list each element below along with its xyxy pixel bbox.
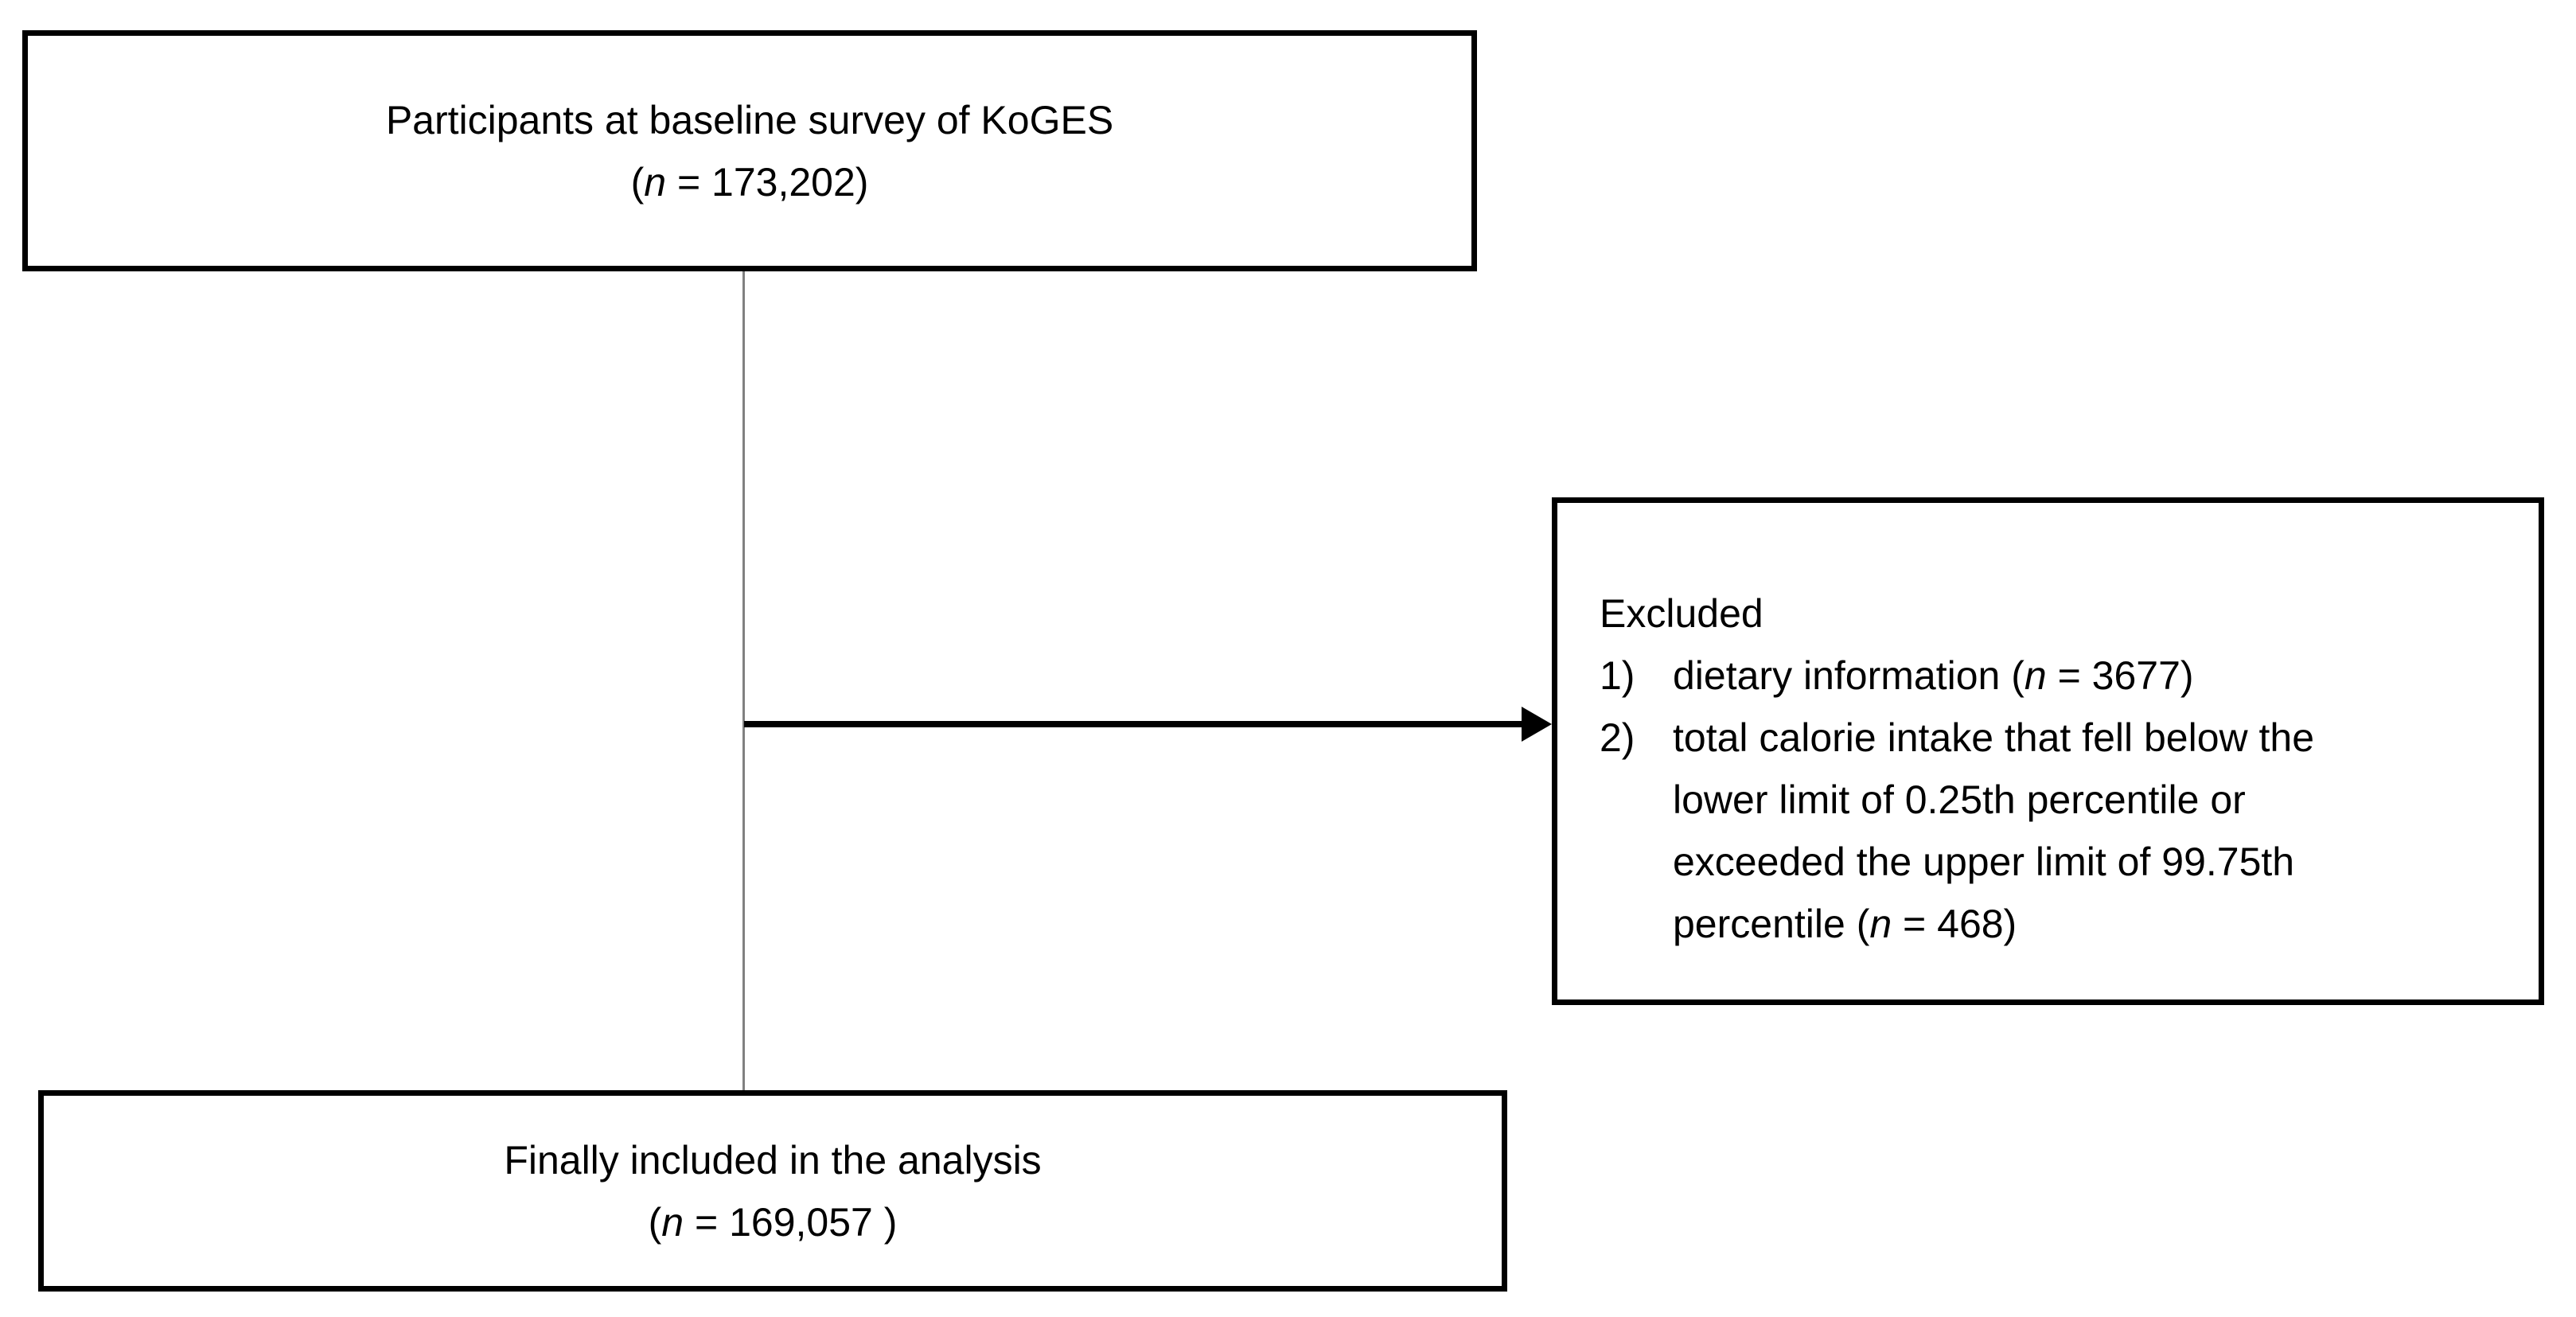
exclusion-arrow-head-icon xyxy=(1522,707,1552,742)
baseline-participants-label: Participants at baseline survey of KoGES xyxy=(385,97,1114,142)
excluded-item-2-text: total calorie intake that fell below the… xyxy=(1673,715,2315,946)
n-symbol: n xyxy=(661,1199,684,1245)
final-analysis-title: Finally included in the analysis xyxy=(504,1129,1041,1191)
final-analysis-label: Finally included in the analysis xyxy=(504,1137,1042,1183)
baseline-participants-box: Participants at baseline survey of KoGES… xyxy=(22,30,1477,271)
excluded-title: Excluded xyxy=(1600,591,1763,636)
n-symbol: n xyxy=(2024,653,2047,698)
n-symbol: n xyxy=(644,159,667,205)
final-analysis-count: (n = 169,057 ) xyxy=(648,1199,898,1245)
exclusion-arrow-line xyxy=(744,721,1524,727)
excluded-item-1-number: 1) xyxy=(1600,653,1635,698)
n-symbol: n xyxy=(1869,902,1892,946)
excluded-item-1: 1) dietary information (n = 3677) xyxy=(1600,645,2515,707)
excluded-item-2: 2) total calorie intake that fell below … xyxy=(1600,707,2515,955)
final-analysis-box: Finally included in the analysis (n = 16… xyxy=(38,1090,1507,1292)
excluded-item-1-text: dietary information (n = 3677) xyxy=(1673,653,2194,698)
baseline-participants-count: (n = 173,202) xyxy=(630,159,869,205)
vertical-connector-line xyxy=(742,271,745,1090)
exclusion-criteria-box: Excluded 1) dietary information (n = 367… xyxy=(1552,497,2544,1005)
excluded-item-2-number: 2) xyxy=(1600,715,1635,760)
baseline-participants-title: Participants at baseline survey of KoGES xyxy=(386,89,1113,151)
